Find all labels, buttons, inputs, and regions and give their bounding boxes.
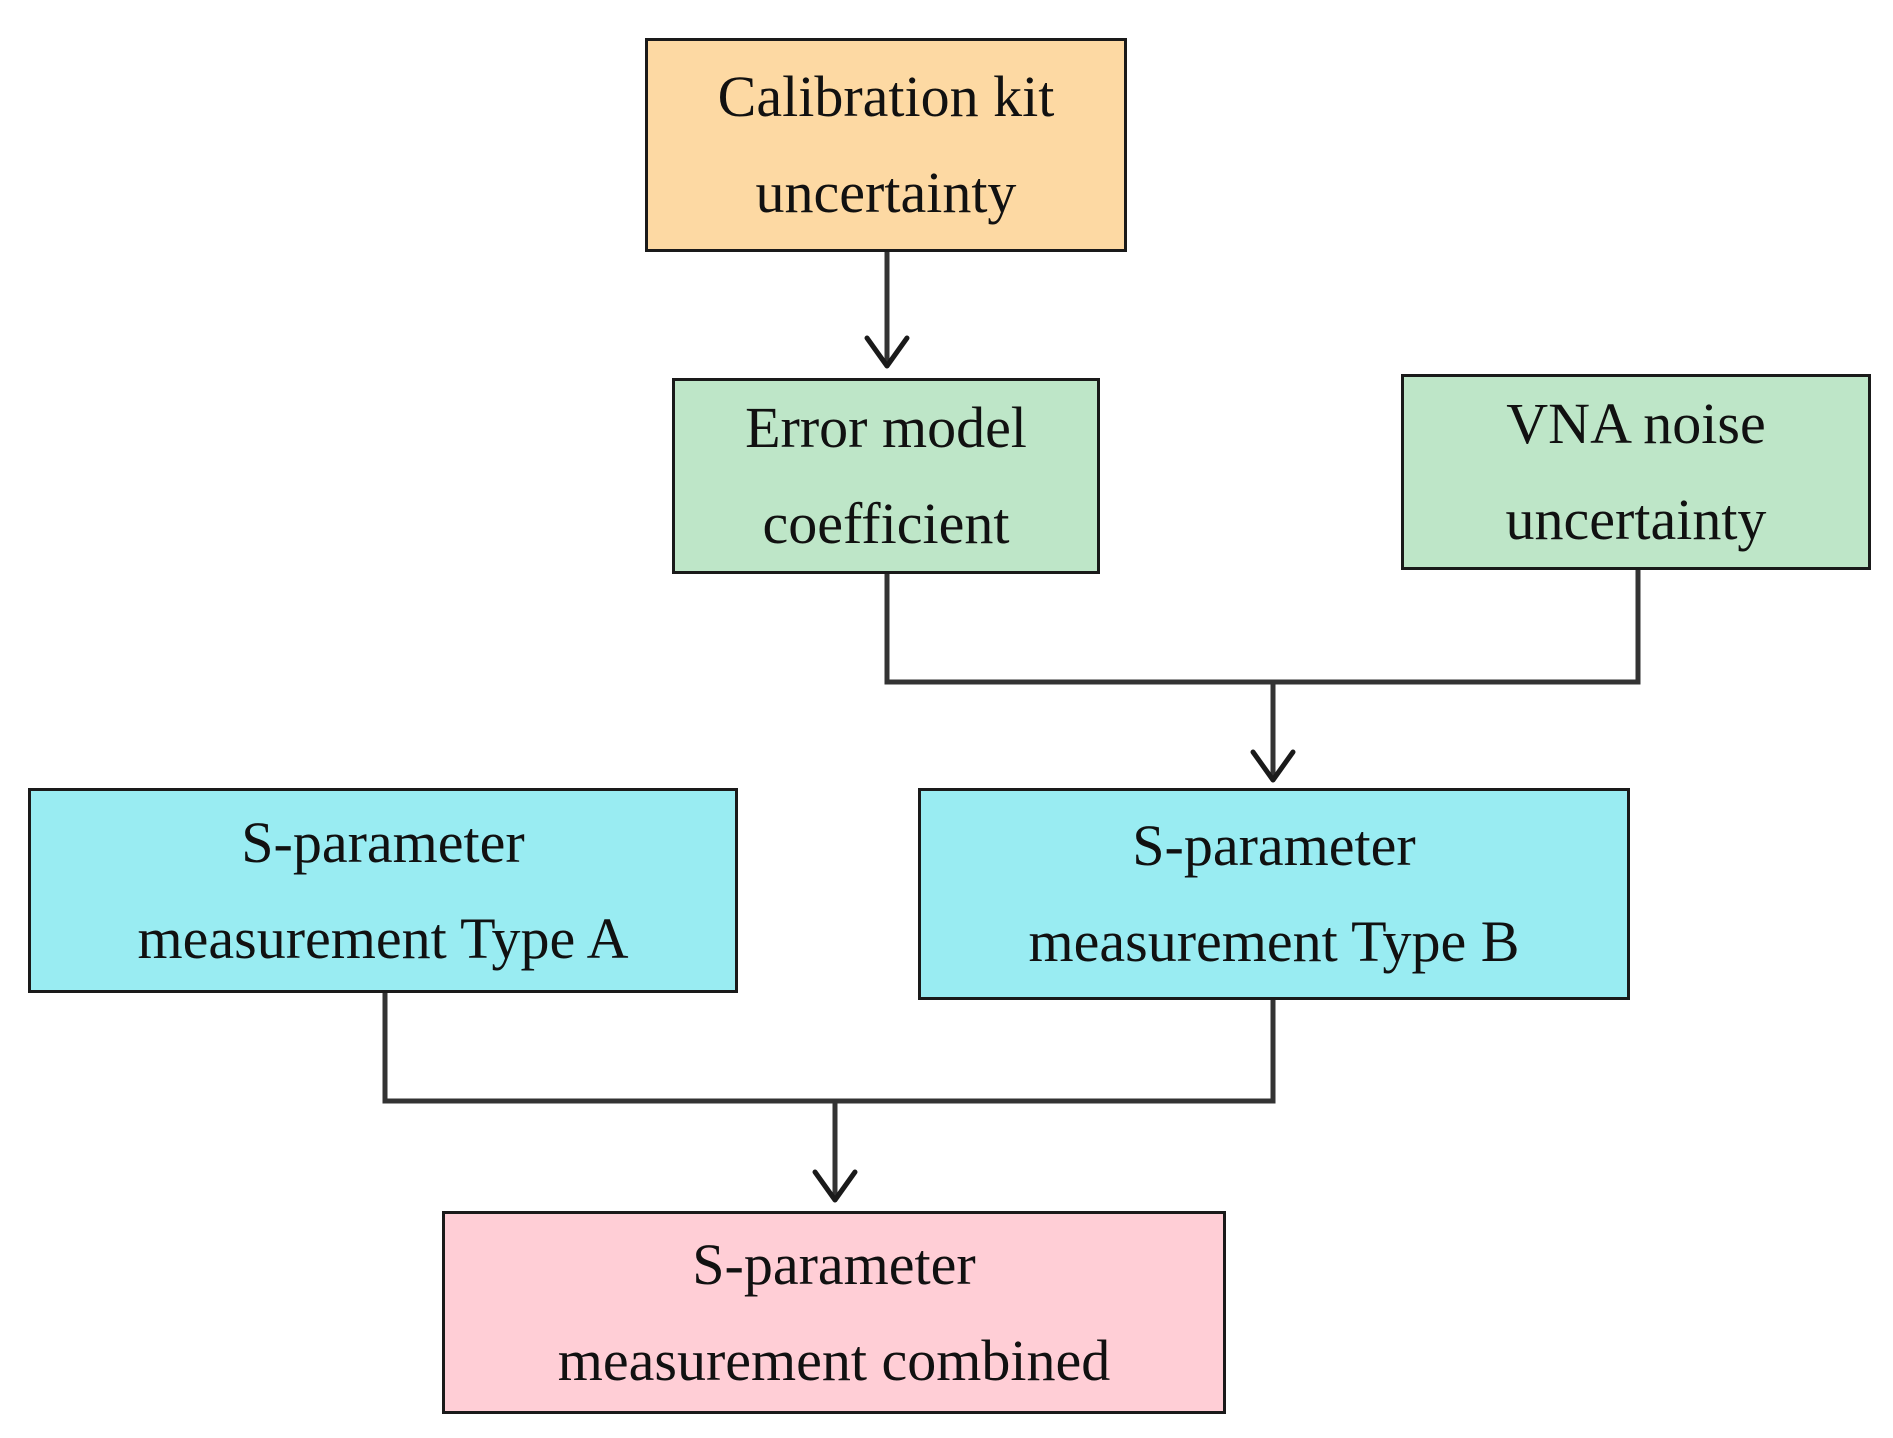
type-b-line-1: S-parameter	[1132, 813, 1416, 878]
s-parameter-combined-box: S-parameter measurement combined	[442, 1211, 1226, 1414]
combined-line-2: measurement combined	[557, 1327, 1111, 1393]
s-parameter-type-a-box: S-parameter measurement Type A	[28, 788, 738, 993]
edge-type-b-to-merge	[835, 999, 1276, 1104]
calibration-kit-uncertainty-box: Calibration kit uncertainty	[645, 38, 1127, 252]
type-a-line-2: measurement Type A	[137, 905, 629, 971]
combined-line-1: S-parameter	[692, 1231, 976, 1297]
error-model-coefficient-box: Error model coefficient	[672, 378, 1100, 574]
type-a-line-1: S-parameter	[241, 809, 525, 875]
s-parameter-type-b-box: S-parameter measurement Type B	[918, 788, 1630, 1000]
edge-vna-noise-to-merge	[1273, 570, 1641, 685]
arrowhead-error-model	[864, 335, 910, 369]
vna-noise-line-1: VNA noise	[1506, 391, 1766, 456]
type-b-line-2: measurement Type B	[1028, 909, 1520, 974]
edge-error-model-to-merge	[884, 573, 1273, 685]
calibration-kit-line-1: Calibration kit	[717, 64, 1055, 129]
vna-noise-line-2: uncertainty	[1505, 487, 1767, 552]
error-model-line-2: coefficient	[762, 491, 1010, 556]
error-model-line-1: Error model	[745, 395, 1027, 460]
edge-type-a-to-merge	[382, 992, 835, 1104]
calibration-kit-line-2: uncertainty	[755, 160, 1017, 225]
vna-noise-uncertainty-box: VNA noise uncertainty	[1401, 374, 1871, 570]
arrowhead-combined	[812, 1169, 858, 1203]
arrowhead-type-b	[1250, 749, 1296, 783]
